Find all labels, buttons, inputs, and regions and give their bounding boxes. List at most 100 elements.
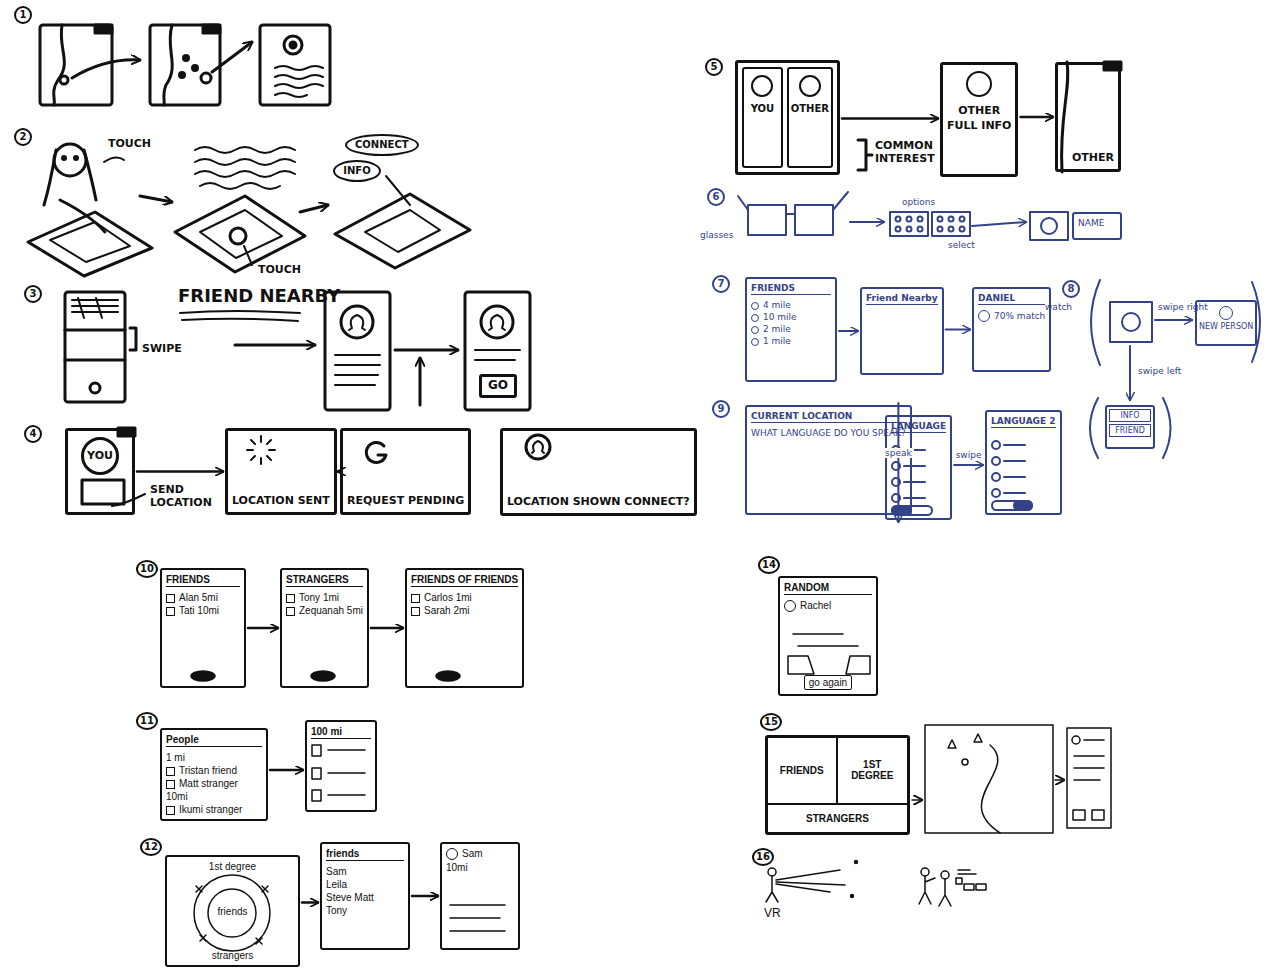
glasses-sketch bbox=[795, 205, 833, 235]
language-options bbox=[992, 501, 1032, 510]
node-text: Sam bbox=[326, 866, 404, 877]
flow-arrow bbox=[1020, 116, 1053, 119]
node-text: 4 mile bbox=[751, 300, 831, 310]
callout-number: 16 bbox=[752, 848, 774, 866]
phone-screen: LANGUAGE 2 bbox=[985, 410, 1062, 515]
oval-button: INFO bbox=[333, 160, 381, 182]
list-sketches bbox=[191, 671, 215, 681]
language-options bbox=[904, 497, 925, 499]
notification-screens bbox=[335, 355, 380, 385]
map-screens bbox=[275, 66, 323, 97]
node-text: INFO bbox=[343, 165, 371, 177]
list-sketches bbox=[312, 768, 321, 779]
random-map-sketches bbox=[1073, 810, 1085, 820]
node-text: Friend Nearby bbox=[866, 293, 938, 305]
node-text: RANDOM bbox=[784, 582, 872, 595]
flow-arrow bbox=[412, 895, 438, 898]
glasses-sketch bbox=[896, 217, 901, 222]
map-screens bbox=[95, 25, 112, 33]
tablet-sketches bbox=[386, 176, 410, 205]
glasses-sketch bbox=[918, 227, 923, 232]
random-map-sketches bbox=[941, 871, 949, 879]
node-text: 100 mi bbox=[311, 726, 371, 739]
notification-screens bbox=[481, 306, 513, 338]
flow-arrow bbox=[946, 329, 970, 331]
map-screens bbox=[164, 25, 172, 105]
node-text: Sarah 2mi bbox=[411, 605, 518, 616]
map-screens bbox=[193, 66, 198, 71]
node-text: Tristan friend bbox=[166, 765, 262, 776]
node-text: OTHER bbox=[787, 67, 833, 168]
map-screens bbox=[72, 60, 140, 78]
glasses-sketch bbox=[938, 227, 943, 232]
glasses-sketch bbox=[960, 227, 965, 232]
node-text: Sam bbox=[446, 848, 514, 860]
node-text: NAME bbox=[1078, 218, 1116, 228]
location-screens bbox=[366, 442, 386, 462]
tablet-sketches bbox=[365, 210, 440, 252]
note-label: watch bbox=[1045, 302, 1072, 312]
note-label: TOUCH bbox=[258, 264, 301, 277]
random-map-sketches bbox=[855, 861, 858, 864]
node-text: Ikumi stranger bbox=[166, 804, 262, 815]
callout-number: 1 bbox=[14, 6, 32, 24]
watch-sketch bbox=[1090, 398, 1171, 458]
glasses-sketch bbox=[949, 217, 954, 222]
map-screen: friendsSamLeilaSteve MattTony bbox=[320, 842, 410, 950]
tablet-sketches bbox=[50, 222, 130, 262]
map-screen: OTHER bbox=[1055, 62, 1121, 172]
location-screens bbox=[532, 441, 544, 453]
list-screen: People1 miTristan friendMatt stranger10m… bbox=[160, 728, 268, 821]
node-text: 70% match bbox=[978, 310, 1045, 322]
list-screen: FRIENDSAlan 5miTati 10mi bbox=[160, 568, 246, 688]
location-screens bbox=[82, 480, 124, 504]
glasses-sketch bbox=[972, 222, 1026, 226]
notification-screens bbox=[341, 306, 373, 338]
map-screens bbox=[203, 25, 220, 33]
map-screens bbox=[150, 25, 220, 105]
node-text: STRANGERS bbox=[768, 803, 907, 833]
tablet-sketches bbox=[300, 205, 328, 212]
callout-number: 4 bbox=[24, 425, 42, 443]
flow-arrow bbox=[248, 627, 278, 630]
callout-number: 5 bbox=[705, 58, 723, 76]
notification-screens bbox=[180, 311, 300, 321]
random-map-sketches bbox=[976, 884, 986, 890]
split-screen: YOUOTHER bbox=[735, 60, 840, 175]
language-options bbox=[1004, 476, 1025, 478]
node-text: 10 mile bbox=[751, 312, 831, 322]
watch-sketch bbox=[1091, 280, 1100, 365]
random-map-sketches bbox=[788, 656, 870, 674]
map-screens bbox=[284, 36, 302, 54]
callout-number: 6 bbox=[707, 188, 725, 206]
glasses-sketch bbox=[738, 192, 1068, 240]
notification-screens bbox=[465, 292, 530, 410]
note-label: FRIEND NEARBY bbox=[178, 286, 340, 307]
list-sketches bbox=[311, 671, 335, 681]
callout-number: 3 bbox=[24, 285, 42, 303]
map-screens bbox=[40, 25, 330, 105]
tablet-sketches bbox=[63, 157, 66, 160]
tablet-sketches bbox=[44, 150, 96, 205]
flow-arrow bbox=[839, 330, 858, 332]
location-screens bbox=[112, 494, 145, 506]
tab-screen: FRIENDS1ST DEGREESTRANGERS bbox=[765, 735, 910, 835]
node-text: LANGUAGE 2 bbox=[991, 416, 1056, 428]
node-text: 1 mile bbox=[751, 336, 831, 346]
node-text: CURRENT LOCATION bbox=[751, 411, 906, 423]
glasses-sketch bbox=[918, 217, 923, 222]
tablet-sketches bbox=[230, 228, 246, 244]
list-sketches bbox=[312, 745, 321, 756]
random-map-sketches bbox=[956, 878, 962, 884]
phone-screen: Friend Nearby bbox=[860, 287, 944, 375]
glasses-sketch bbox=[960, 217, 965, 222]
language-options bbox=[1004, 492, 1025, 494]
node-text: 1 mi bbox=[166, 752, 262, 763]
flow-arrow bbox=[270, 769, 303, 772]
tablet-sketches bbox=[140, 196, 172, 202]
language-options bbox=[992, 489, 1000, 497]
node-text: INFO bbox=[1109, 409, 1151, 422]
tablet-sketches bbox=[195, 147, 295, 189]
notification-screens bbox=[72, 298, 118, 318]
